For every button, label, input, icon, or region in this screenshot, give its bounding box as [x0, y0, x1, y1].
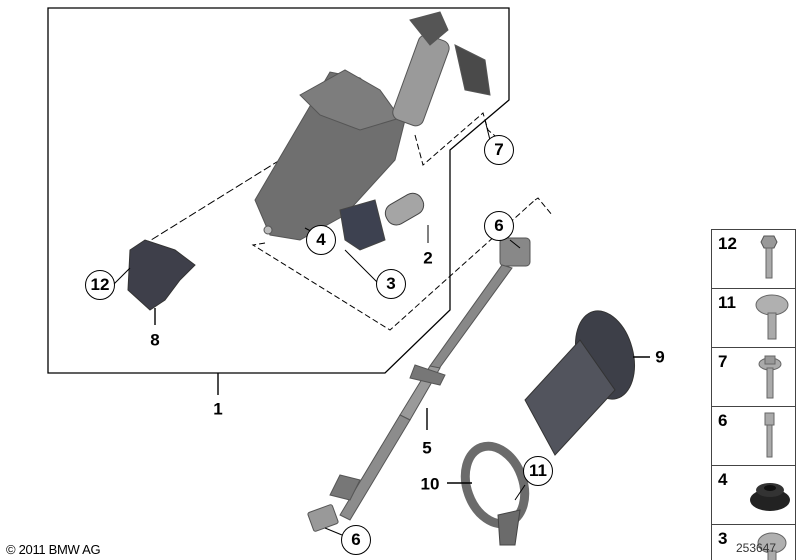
- callout-10[interactable]: 10: [420, 474, 440, 494]
- legend-item-7[interactable]: 7: [712, 348, 795, 407]
- callout-3[interactable]: 3: [376, 269, 406, 299]
- legend-number: 12: [718, 234, 737, 253]
- callout-4[interactable]: 4: [306, 225, 336, 255]
- steering-column-assembly: [254, 11, 491, 241]
- callout-2[interactable]: 2: [423, 248, 433, 268]
- callout-9[interactable]: 9: [655, 347, 665, 367]
- torx-screw-icon: [757, 532, 787, 560]
- callout-11[interactable]: 11: [523, 456, 553, 486]
- callout-6-upper[interactable]: 6: [484, 211, 514, 241]
- legend-number: 6: [718, 411, 728, 430]
- legend-item-4[interactable]: 4: [712, 466, 795, 525]
- legend-number: 3: [718, 529, 728, 548]
- callout-12[interactable]: 12: [85, 270, 115, 300]
- legend-item-11[interactable]: 11: [712, 289, 795, 348]
- fastener-legend: 12 11 7 6: [711, 229, 796, 560]
- callout-7[interactable]: 7: [484, 135, 514, 165]
- image-number: 253647: [736, 541, 777, 555]
- legend-number: 7: [718, 352, 728, 371]
- legend-item-6[interactable]: 6: [712, 407, 795, 466]
- hex-bolt-icon: [760, 235, 778, 279]
- adjustment-motor: [339, 192, 425, 251]
- bracket: [127, 239, 196, 311]
- callout-8[interactable]: 8: [150, 330, 160, 350]
- legend-number: 11: [718, 293, 736, 312]
- legend-item-12[interactable]: 12: [712, 230, 795, 289]
- callout-5[interactable]: 5: [422, 438, 432, 458]
- lower-steering-shaft: [307, 237, 531, 532]
- rubber-boot: [524, 310, 635, 456]
- rubber-grommet-icon: [750, 483, 790, 511]
- copyright-text: © 2011 BMW AG: [6, 542, 101, 557]
- torx-button-screw-icon: [755, 294, 789, 340]
- hex-bolt-small-icon: [764, 412, 775, 458]
- callout-1[interactable]: 1: [213, 399, 223, 419]
- callout-6-lower[interactable]: 6: [341, 525, 371, 555]
- retaining-plate: [460, 441, 530, 546]
- flange-bolt-icon: [758, 355, 782, 399]
- legend-item-3[interactable]: 3: [712, 525, 795, 560]
- legend-number: 4: [718, 470, 728, 489]
